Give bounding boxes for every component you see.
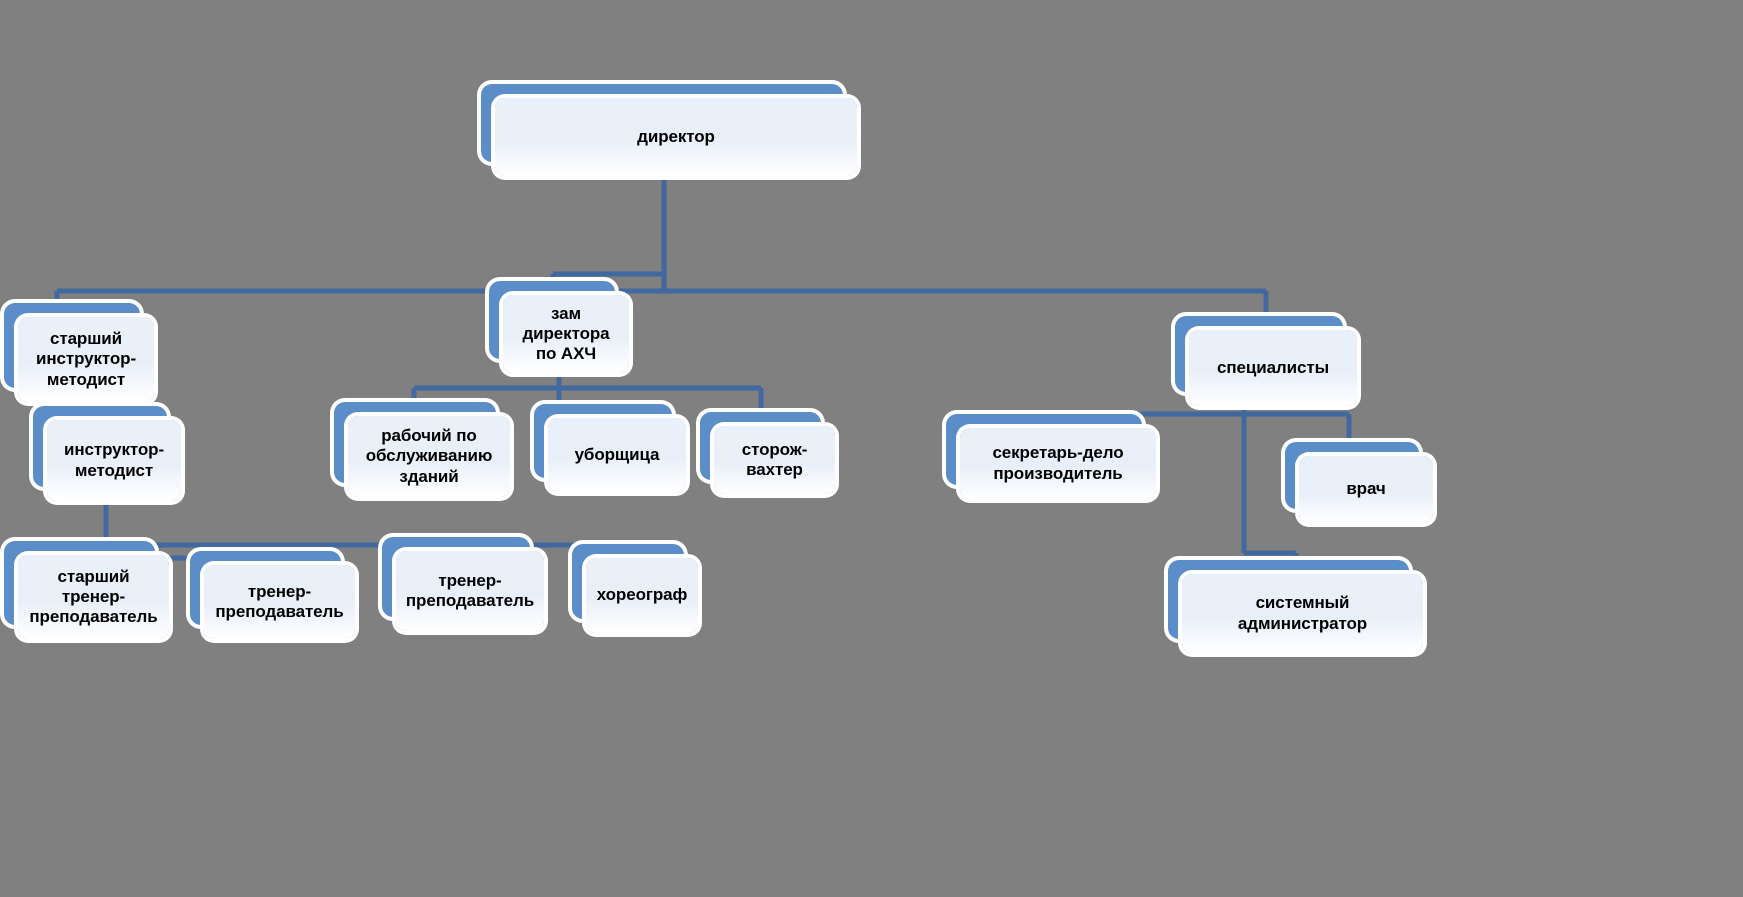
node-front-plate: старший инструктор- методист bbox=[18, 317, 154, 402]
node-senior-instr[interactable]: старший инструктор- методист bbox=[4, 303, 154, 402]
node-doctor[interactable]: врач bbox=[1285, 442, 1433, 523]
node-label: зам директора по АХЧ bbox=[522, 303, 610, 364]
node-front-plate: тренер- преподаватель bbox=[204, 565, 355, 639]
node-front-plate: тренер- преподаватель bbox=[396, 551, 544, 631]
node-label: уборщица bbox=[574, 444, 660, 464]
node-choreographer[interactable]: хореограф bbox=[572, 544, 698, 633]
node-label: старший инструктор- методист bbox=[35, 329, 137, 389]
node-front-plate: системный администратор bbox=[1182, 574, 1423, 653]
node-watchman[interactable]: сторож- вахтер bbox=[700, 412, 835, 494]
node-label: директор bbox=[637, 126, 715, 146]
node-front-plate: врач bbox=[1299, 456, 1433, 523]
node-label: тренер- преподаватель bbox=[215, 581, 344, 621]
node-label: старший тренер- преподаватель bbox=[29, 566, 158, 627]
node-deputy-ahch[interactable]: зам директора по АХЧ bbox=[489, 281, 629, 373]
node-label: специалисты bbox=[1217, 357, 1329, 377]
node-front-plate: уборщица bbox=[548, 418, 686, 492]
node-front-plate: директор bbox=[495, 98, 857, 176]
node-label: инструктор- методист bbox=[63, 440, 165, 480]
node-front-plate: старший тренер- преподаватель bbox=[18, 555, 169, 639]
node-coach-1[interactable]: тренер- преподаватель bbox=[190, 551, 355, 639]
node-front-plate: специалисты bbox=[1189, 330, 1357, 406]
node-senior-coach[interactable]: старший тренер- преподаватель bbox=[4, 541, 169, 639]
node-label: системный администратор bbox=[1237, 593, 1368, 633]
node-front-plate: секретарь-дело производитель bbox=[960, 428, 1156, 499]
node-coach-2[interactable]: тренер- преподаватель bbox=[382, 537, 544, 631]
node-worker-service[interactable]: рабочий по обслуживанию зданий bbox=[334, 402, 510, 497]
node-label: сторож- вахтер bbox=[741, 439, 808, 479]
node-director[interactable]: директор bbox=[481, 84, 857, 176]
node-front-plate: хореограф bbox=[586, 558, 698, 633]
node-cleaner[interactable]: уборщица bbox=[534, 404, 686, 492]
node-secretary[interactable]: секретарь-дело производитель bbox=[946, 414, 1156, 499]
node-front-plate: сторож- вахтер bbox=[714, 426, 835, 494]
node-label: врач bbox=[1346, 479, 1386, 499]
node-front-plate: инструктор- методист bbox=[47, 420, 181, 501]
node-label: хореограф bbox=[596, 585, 688, 605]
node-label: рабочий по обслуживанию зданий bbox=[365, 426, 493, 486]
node-label: тренер- преподаватель bbox=[405, 570, 535, 610]
node-specialists[interactable]: специалисты bbox=[1175, 316, 1357, 406]
node-front-plate: рабочий по обслуживанию зданий bbox=[348, 416, 510, 497]
node-sysadmin[interactable]: системный администратор bbox=[1168, 560, 1423, 653]
node-instr-method[interactable]: инструктор- методист bbox=[33, 406, 181, 501]
node-label: секретарь-дело производитель bbox=[992, 443, 1124, 483]
node-front-plate: зам директора по АХЧ bbox=[503, 295, 629, 373]
